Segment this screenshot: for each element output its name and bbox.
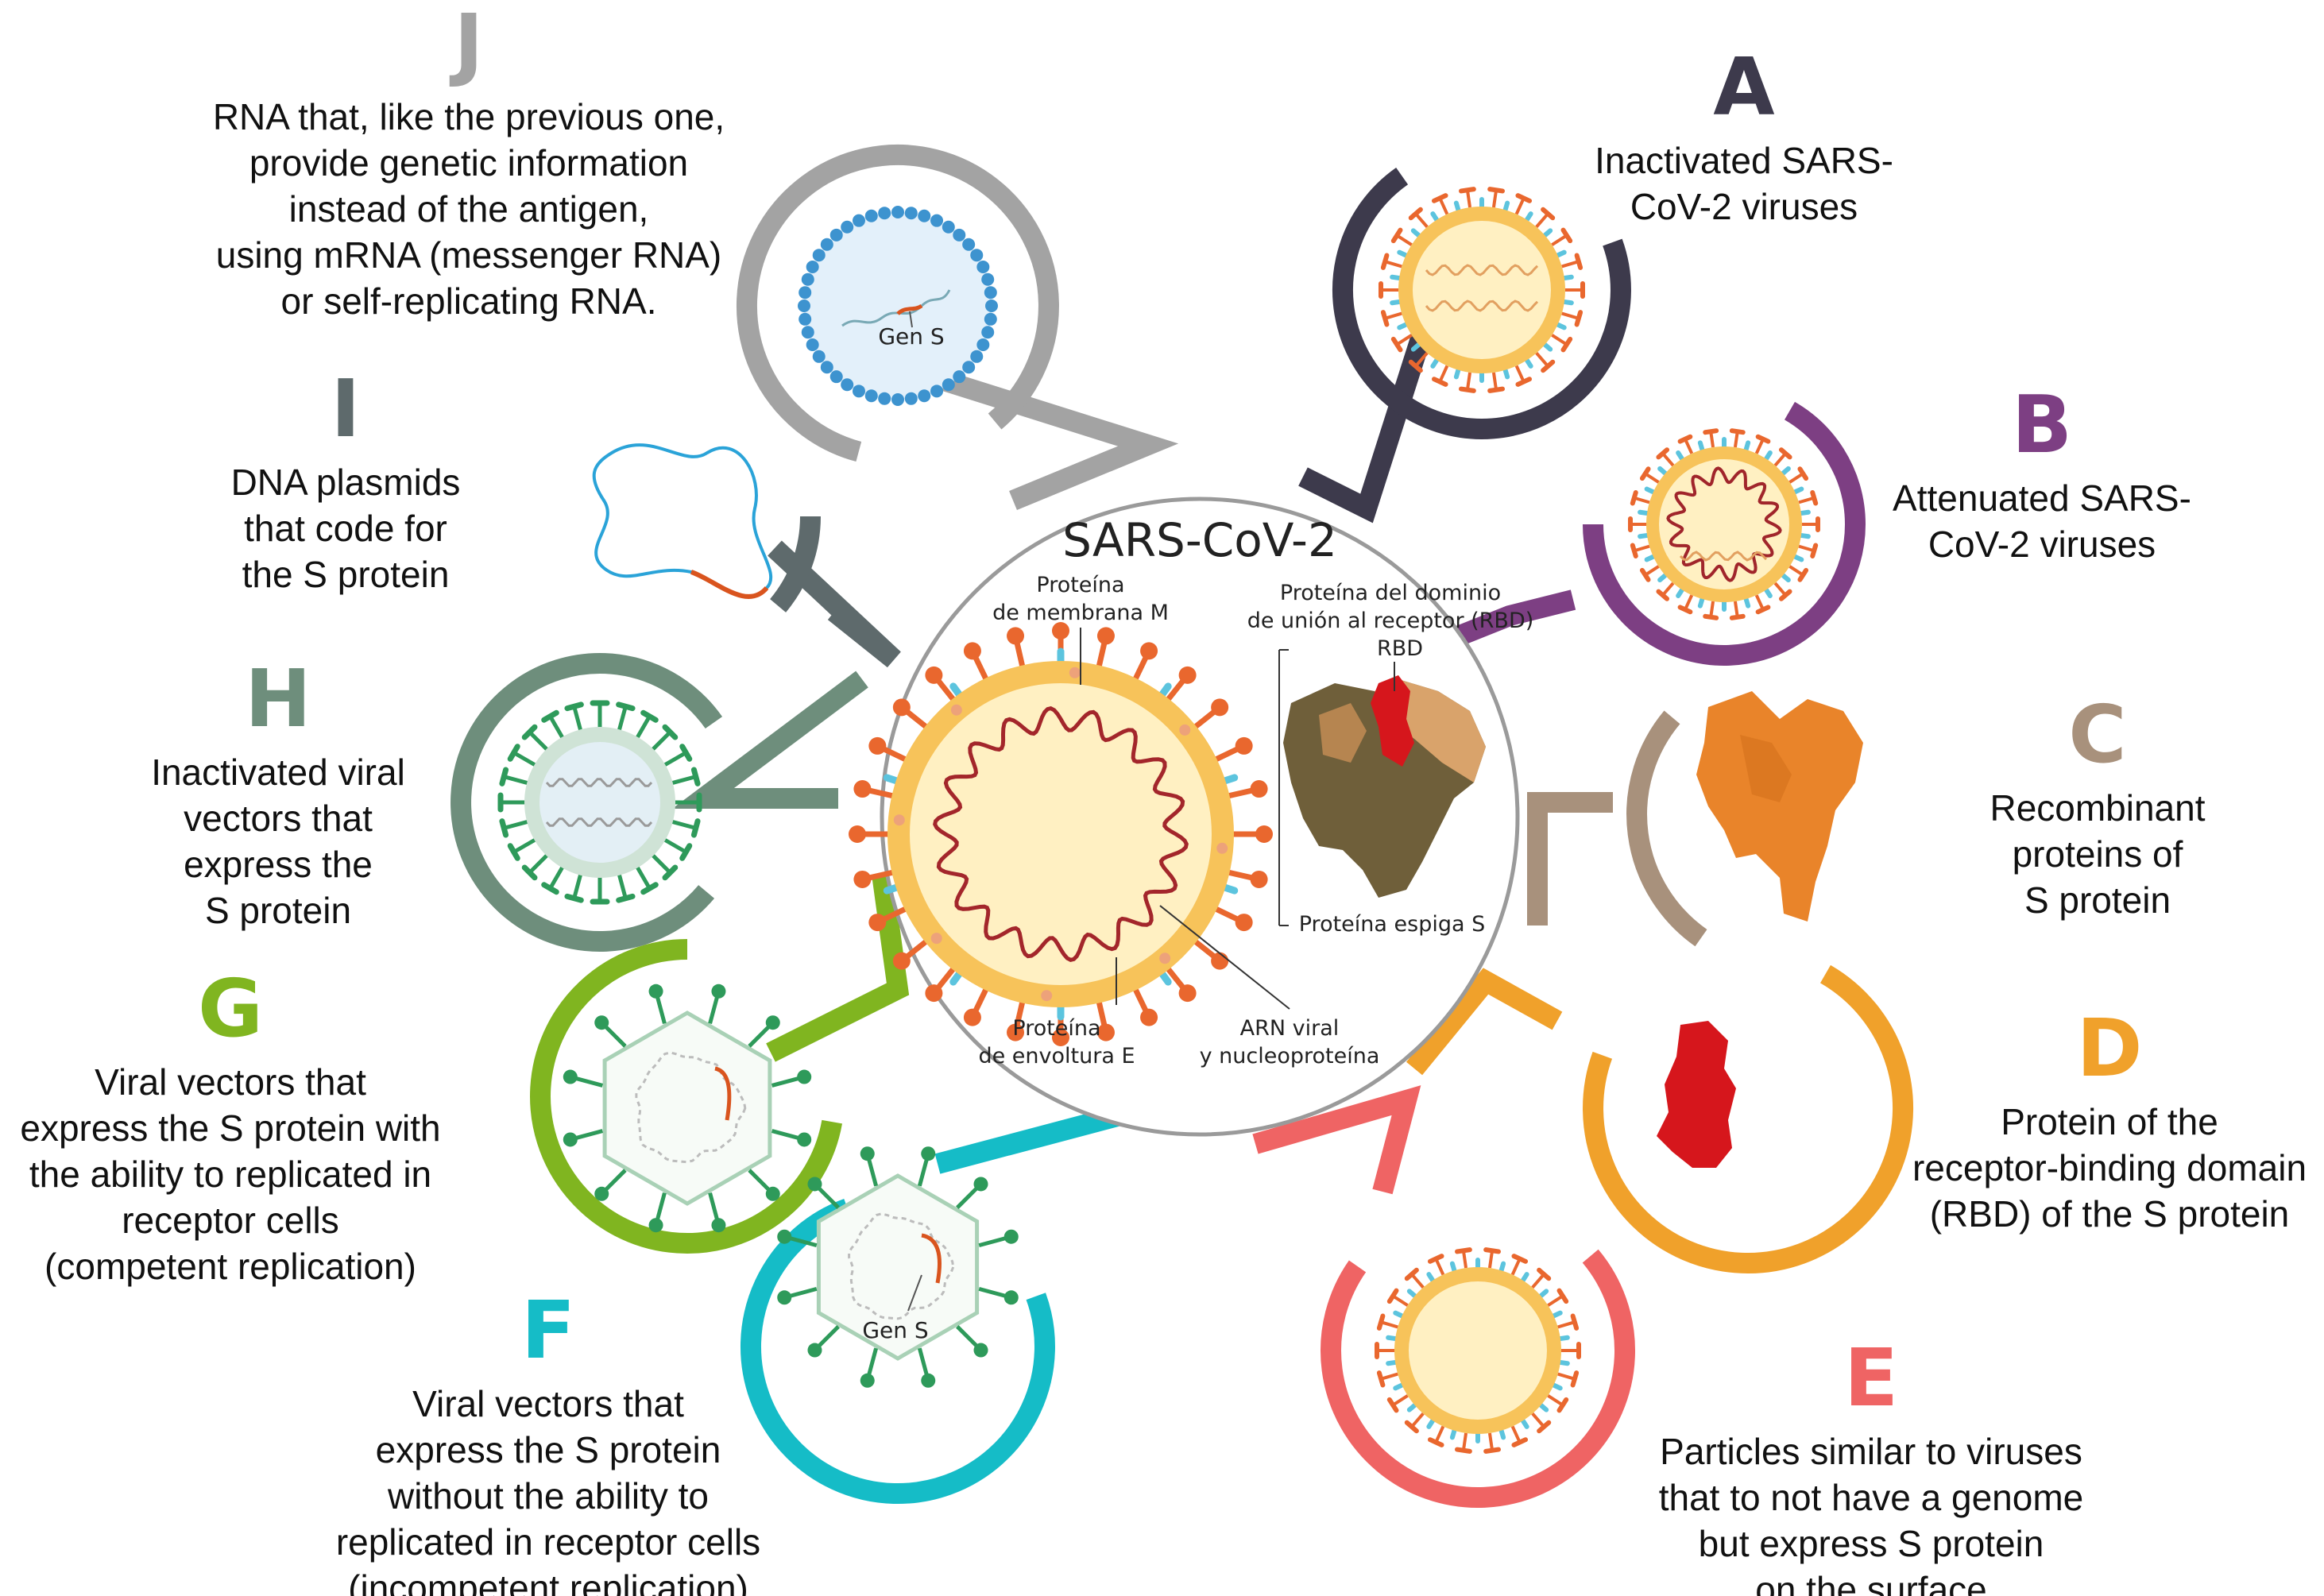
platform-letter-c: C [2068,688,2127,781]
platform-text-j: RNA that, like the previous one, provide… [212,96,725,322]
platform-letter-d: D [2076,1002,2143,1095]
ring-i [769,516,822,613]
platform-text-c: Recombinant proteins of S protein [1990,787,2206,921]
rna-label-line2: y nucleoproteína [1200,1044,1380,1069]
rbd-domain-label-line1: Proteína del dominio [1280,581,1501,605]
rbd-domain-label-line2: de unión al receptor (RBD) [1247,609,1534,633]
sars-cov-2-virion [849,622,1273,1046]
platform-letter-i: I [331,362,361,455]
platform-label-i: I DNA plasmids that code for the S prote… [187,365,505,597]
platform-letter-b: B [2011,378,2073,471]
platform-label-j: J RNA that, like the previous one, provi… [175,0,763,324]
connector-g [766,872,910,1062]
ring-h [450,653,723,952]
connector-h [672,670,868,809]
platform-text-b: Attenuated SARS- CoV-2 viruses [1893,477,2191,565]
gene-s-label-j: Gen S [878,323,944,350]
center-title: SARS-CoV-2 [1062,513,1337,567]
platform-text-f: Viral vectors that express the S protein… [335,1383,761,1596]
ring-c [1626,710,1707,947]
connector-c [1527,792,1613,926]
gene-pointer-j [909,311,913,328]
ring-f [740,1198,1055,1504]
virus-icon-b [1628,428,1820,620]
gene-s-label-f: Gen S [862,1317,928,1343]
rna-pointer [1159,905,1290,1010]
rbd-protein-icon-d [1657,1021,1736,1168]
connector-j [930,367,1179,511]
platform-label-g: G Viral vectors that express the S prote… [0,965,461,1289]
platform-label-f: F Viral vectors that express the S prote… [290,1287,806,1596]
platform-label-e: E Particles similar to viruses that to n… [1625,1335,2117,1596]
platform-label-d: D Protein of the receptor-binding domain… [1895,1005,2324,1237]
ring-b [1583,401,1866,666]
ring-d [1583,964,1914,1273]
platform-letter-a: A [1713,41,1775,133]
rna-nanoparticle-icon-j [798,206,998,406]
ring-j [736,144,1059,462]
envelope-label-line2: de envoltura E [978,1044,1135,1069]
spike-protein-structure [1283,675,1486,898]
connector-d [1406,968,1563,1076]
spike-label: Proteína espiga S [1299,912,1486,937]
rna-label-line1: ARN viral [1240,1016,1340,1041]
ring-a [1332,167,1631,439]
inactivated-vector-icon-h [497,700,702,905]
platform-text-e: Particles similar to viruses that to not… [1658,1431,2084,1596]
virus-icon-a [1379,187,1585,393]
connector-e [1252,1085,1421,1195]
vlp-icon-e [1375,1247,1581,1454]
membrane-label-line2: de membrana M [992,601,1169,625]
platform-letter-f: F [520,1284,576,1377]
platform-text-a: Inactivated SARS- CoV-2 viruses [1595,140,1893,227]
envelope-label-line1: Proteína [1012,1016,1100,1041]
platform-text-d: Protein of the receptor-binding domain (… [1912,1101,2307,1235]
rbd-label: RBD [1377,636,1423,661]
membrane-label-line1: Proteína [1036,573,1124,597]
platform-letter-g: G [197,962,264,1055]
platform-label-c: C Recombinant proteins of S protein [1955,691,2241,923]
spike-protein-icon-c [1696,691,1863,922]
platform-text-h: Inactivated viral vectors that express t… [151,752,405,931]
viral-vector-icon-f [777,1146,1019,1388]
dna-plasmid-icon-i [592,443,773,599]
gene-pointer-f [907,1274,922,1312]
platform-label-h: H Inactivated viral vectors that express… [119,655,437,933]
platform-letter-j: J [454,0,484,90]
platform-label-b: B Attenuated SARS- CoV-2 viruses [1851,381,2233,567]
ring-e [1321,1249,1635,1509]
platform-letter-h: H [245,652,311,745]
viral-vector-icon-g [563,983,812,1233]
platform-label-a: A Inactivated SARS- CoV-2 viruses [1577,44,1911,230]
platform-letter-e: E [1843,1331,1899,1424]
connector-a [1298,330,1433,524]
platform-text-g: Viral vectors that express the S protein… [20,1061,441,1287]
ring-g [530,939,842,1254]
platform-text-i: DNA plasmids that code for the S protein [230,462,461,595]
connector-i [768,540,901,668]
